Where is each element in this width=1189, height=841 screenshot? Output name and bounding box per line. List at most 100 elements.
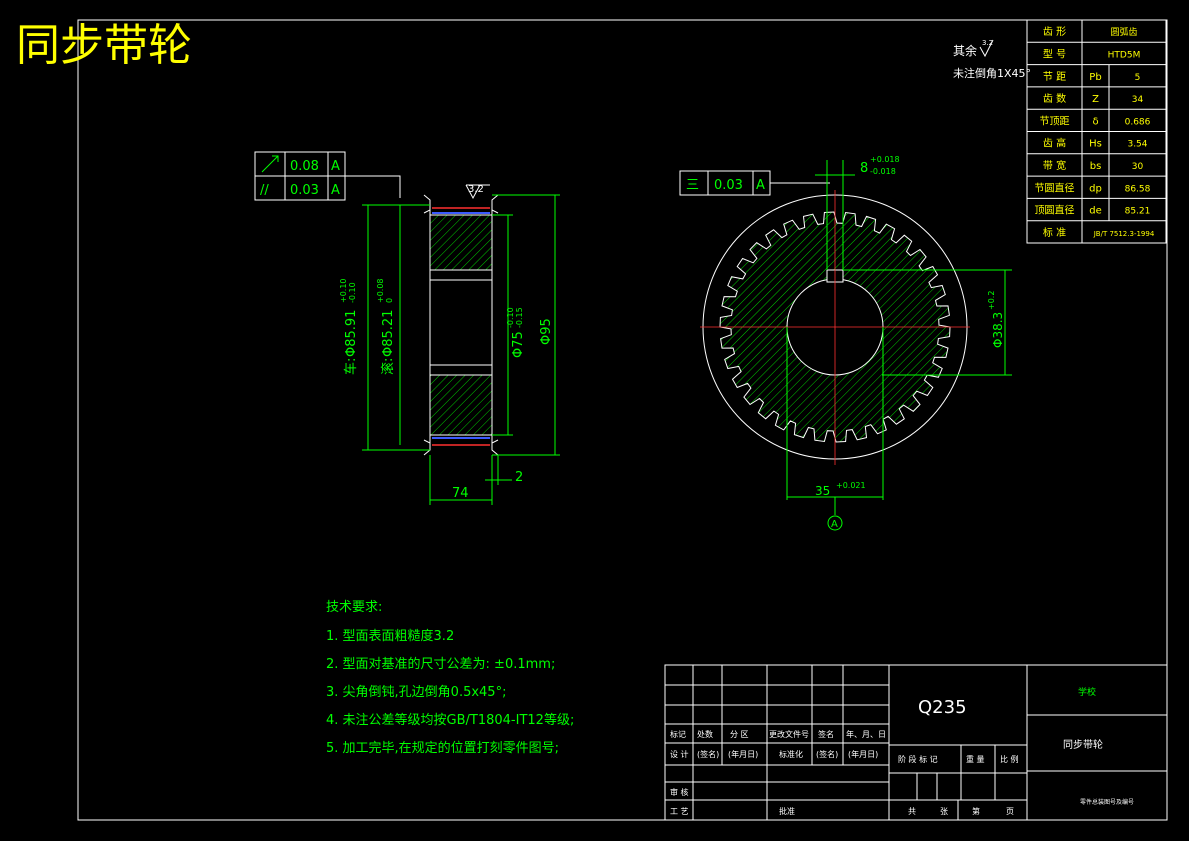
gdt-frame-parallel: // 0.03 A bbox=[254, 175, 346, 201]
surface-note-label: 其余 bbox=[953, 43, 977, 58]
tb-label: 第 bbox=[972, 806, 980, 816]
tb-label: 标记 bbox=[670, 729, 686, 739]
param-symbol: Pb bbox=[1089, 72, 1101, 83]
tb-label: 更改文件号 bbox=[769, 729, 809, 739]
param-name: 齿 数 bbox=[1043, 92, 1066, 105]
dim-d1: Φ85.91 bbox=[344, 310, 359, 357]
tb-label: 重 量 bbox=[966, 754, 985, 764]
drawing-number: 零件总装图号及编号 bbox=[1080, 798, 1134, 806]
side-roughness: 3.2 bbox=[468, 184, 484, 195]
tb-label: 页 bbox=[1006, 807, 1014, 816]
dim-key-width: 8 bbox=[860, 161, 868, 176]
tb-label: 张 bbox=[940, 807, 948, 816]
gdt-parallel-symbol: // bbox=[260, 183, 269, 198]
gdt-parallel-datum: A bbox=[331, 183, 340, 198]
tb-label: 处数 bbox=[697, 729, 713, 739]
param-name: 齿 高 bbox=[1043, 137, 1066, 150]
param-symbol: Hs bbox=[1089, 139, 1102, 150]
tech-req-item: 3. 尖角倒钝,孔边倒角0.5x45°; bbox=[326, 685, 506, 700]
dim-key-depth: Φ38.3 bbox=[991, 312, 1005, 348]
param-name: 标 准 bbox=[1043, 227, 1066, 239]
tb-label: (年月日) bbox=[728, 749, 758, 759]
roughness-value-top: 3.2 bbox=[982, 39, 993, 47]
param-symbol: de bbox=[1089, 206, 1102, 217]
tb-label: 签名 bbox=[818, 729, 834, 739]
dim-d3-tol-up: -0.10 bbox=[506, 307, 515, 328]
gdt-parallel-value: 0.03 bbox=[290, 183, 319, 198]
dim-d3-tol-low: -0.15 bbox=[515, 307, 524, 328]
dim-bore-tol: +0.021 bbox=[836, 481, 866, 490]
tb-label: (签名) bbox=[697, 749, 719, 759]
param-value: 3.54 bbox=[1127, 140, 1147, 150]
param-name: 带 宽 bbox=[1043, 159, 1066, 172]
roughness-symbol: 3.2 bbox=[979, 39, 994, 58]
title-block bbox=[664, 664, 1168, 821]
tb-label: 分 区 bbox=[730, 730, 749, 739]
tb-label: 工 艺 bbox=[670, 807, 689, 816]
param-name: 节顶距 bbox=[1040, 115, 1070, 127]
param-symbol: bs bbox=[1090, 161, 1102, 172]
dim-d4: Φ95 bbox=[539, 318, 554, 345]
drawing-border bbox=[77, 19, 1168, 821]
tb-label: 审 核 bbox=[670, 787, 689, 797]
param-symbol: dp bbox=[1089, 183, 1102, 194]
datum-marker bbox=[827, 515, 843, 531]
drawing-title: 同步带轮 bbox=[16, 20, 192, 71]
datum-letter: A bbox=[831, 519, 838, 530]
tb-label: 共 bbox=[908, 807, 916, 816]
dim-flange: 2 bbox=[515, 470, 523, 485]
gdt-symmetry-datum: A bbox=[756, 178, 765, 193]
gdt-runout-value: 0.08 bbox=[290, 159, 319, 174]
param-name: 节 距 bbox=[1043, 71, 1066, 83]
tech-req-heading: 技术要求: bbox=[326, 600, 382, 615]
hub-section-lower bbox=[429, 374, 493, 436]
tech-req-item: 5. 加工完毕,在规定的位置打刻零件图号; bbox=[326, 740, 559, 756]
tech-req-item: 1. 型面表面粗糙度3.2 bbox=[326, 628, 454, 644]
param-name: 节圆直径 bbox=[1035, 181, 1075, 194]
chamfer-note: 未注倒角1X45° bbox=[953, 66, 1031, 80]
gdt-symmetry-symbol: 三 bbox=[686, 178, 699, 193]
tb-label: (签名) bbox=[816, 749, 838, 759]
dim-d3: Φ75 bbox=[511, 331, 526, 358]
tb-label: 年、月、日 bbox=[846, 729, 886, 739]
param-value: 0.686 bbox=[1125, 117, 1151, 127]
param-value: HTD5M bbox=[1108, 50, 1141, 60]
tb-label: 比 例 bbox=[1000, 754, 1019, 764]
hub-section-upper bbox=[429, 214, 493, 271]
param-value: 85.21 bbox=[1125, 207, 1151, 217]
param-value: 圆弧齿 bbox=[1110, 26, 1137, 38]
tb-label: 阶 段 标 记 bbox=[898, 754, 938, 764]
param-name: 型 号 bbox=[1043, 47, 1066, 60]
param-name: 顶圆直径 bbox=[1035, 204, 1075, 217]
school-name: 学校 bbox=[1078, 686, 1096, 698]
gdt-symmetry-value: 0.03 bbox=[714, 178, 743, 193]
dim-d1-prefix: 车: bbox=[343, 358, 359, 375]
dim-key-depth-tol: +0.2 bbox=[987, 291, 996, 310]
param-value: 34 bbox=[1132, 95, 1144, 105]
dim-bore: 35 bbox=[815, 484, 830, 498]
part-name: 同步带轮 bbox=[1063, 738, 1103, 751]
tech-req-item: 2. 型面对基准的尺寸公差为: ±0.1mm; bbox=[326, 656, 555, 672]
param-value: JB/T 7512.3-1994 bbox=[1093, 230, 1155, 238]
tb-label: 设 计 bbox=[670, 749, 689, 759]
param-value: 5 bbox=[1135, 73, 1141, 83]
param-value: 86.58 bbox=[1125, 184, 1151, 194]
param-symbol: δ bbox=[1092, 116, 1098, 127]
side-view: 0.08 A // 0.03 A 3.2 bbox=[254, 151, 560, 505]
dim-d2: Φ85.21 bbox=[381, 310, 396, 357]
tb-label: 批准 bbox=[779, 806, 795, 816]
dim-d1-tol-up: +0.10 bbox=[339, 278, 348, 303]
gdt-frame-runout: 0.08 A bbox=[254, 151, 346, 177]
tech-req-item: 4. 未注公差等级均按GB/T1804-IT12等级; bbox=[326, 712, 574, 728]
title-block-text: Q235 学校 同步带轮 零件总装图号及编号 标记 处数 分 区 更改文件号 签… bbox=[670, 686, 1134, 816]
dim-d2-tol-low: 0 bbox=[385, 298, 394, 303]
gdt-runout-datum: A bbox=[331, 159, 340, 174]
dim-key-tol-low: -0.018 bbox=[870, 167, 896, 176]
tb-label: 标准化 bbox=[779, 749, 803, 759]
tb-label: (年月日) bbox=[848, 749, 878, 759]
param-symbol: Z bbox=[1092, 94, 1099, 105]
dim-d2-tol-up: +0.08 bbox=[376, 278, 385, 303]
technical-requirements: 技术要求: 1. 型面表面粗糙度3.2 2. 型面对基准的尺寸公差为: ±0.1… bbox=[326, 600, 574, 756]
